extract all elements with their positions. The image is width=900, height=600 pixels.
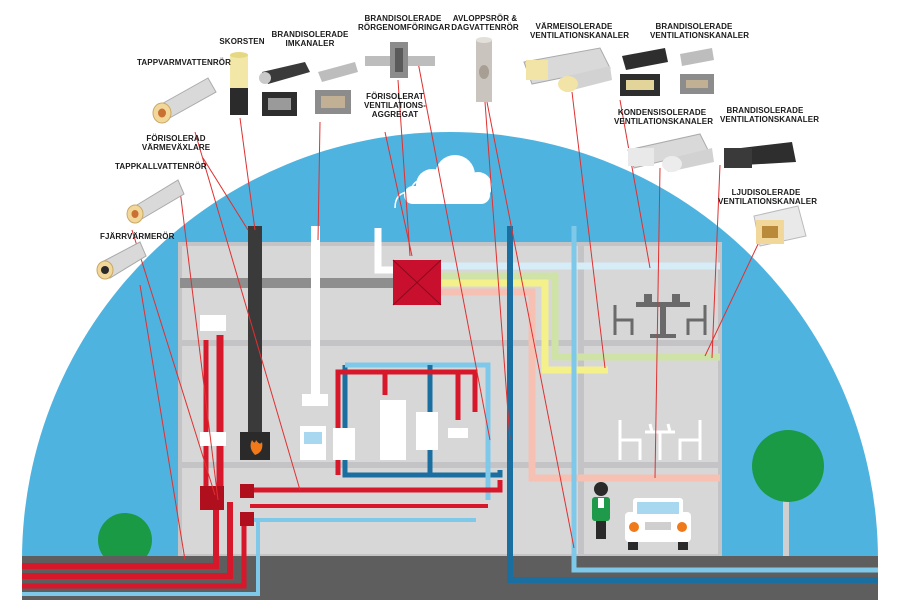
product-fjarrvarmeror	[96, 241, 147, 280]
product-rorgenomforingar	[365, 42, 435, 78]
drain-pipe	[507, 226, 878, 583]
duct-aggregate-outlet	[374, 228, 396, 274]
label-tappvarmvattenror: TAPPVARMVATTENRÖR	[137, 58, 231, 67]
product-brand-imkanaler	[259, 62, 358, 116]
hot-water-pipe	[335, 369, 478, 475]
tree-left	[98, 513, 152, 567]
heat-exchanger	[200, 486, 224, 510]
product-tappvarmvattenror	[152, 77, 217, 124]
cloud-outline	[394, 178, 433, 209]
label-fjarrvarmeror: FJÄRRVÄRMERÖR	[100, 232, 175, 241]
product-skorsten	[230, 52, 248, 115]
district-heating-pipes	[22, 502, 260, 596]
label-kondensisolerade-vent: KONDENSISOLERADE VENTILATIONSKANALER	[614, 108, 714, 126]
label-skorsten: SKORSTEN	[219, 37, 265, 46]
label-brand-imkanaler: BRANDISOLERADE IMKANALER	[271, 30, 349, 48]
product-brand-vent-top	[620, 48, 714, 96]
label-ljudisolerade-vent: LJUDISOLERADE VENTILATIONSKANALER	[718, 188, 818, 206]
product-kondensisolerade-vent	[627, 133, 714, 172]
kitchen-duct	[311, 226, 320, 396]
person-icon	[592, 482, 610, 539]
water-heater-top	[200, 315, 226, 331]
car-icon	[625, 498, 691, 550]
cold-water-pipe	[342, 365, 503, 478]
label-varmeisolerade-vent: VÄRMEISOLERADE VENTILATIONSKANALER	[530, 22, 630, 40]
label-avloppsror: AVLOPPSRÖR & DAGVATTENRÖR	[451, 14, 519, 32]
label-tappkallvattenror: TAPPKALLVATTENRÖR	[115, 162, 207, 171]
leader-lines	[131, 61, 761, 561]
duct-pink	[440, 288, 720, 482]
label-brand-vent-mid: BRANDISOLERADE VENTILATIONSKANALER	[720, 106, 820, 124]
product-varmeisolerade-vent	[523, 47, 612, 92]
fire-icon	[250, 440, 263, 455]
label-brand-rorgenomforingar: BRANDISOLERADE RÖRGENOMFÖRINGAR	[358, 14, 451, 32]
product-brand-vent-mid	[724, 142, 796, 168]
tree-right	[752, 430, 824, 560]
product-avloppsror	[476, 37, 492, 102]
chimney	[248, 226, 262, 432]
product-forisolerad-vaxlare	[126, 179, 185, 224]
label-brand-vent-top: BRANDISOLERADE VENTILATIONSKANALER	[650, 22, 750, 40]
chairs-icon	[618, 420, 702, 460]
water-heater-bottom	[200, 432, 226, 446]
label-forisolerad-vaxlare: FÖRISOLERAD VÄRMEVÄXLARE	[141, 134, 211, 152]
table-icon	[613, 294, 707, 338]
light-blue-pipe	[571, 226, 878, 573]
label-forisolerat-aggregat: FÖRISOLERAT VENTILATIONS- AGGREGAT	[363, 92, 427, 119]
product-ljudisolerade-vent	[753, 205, 807, 247]
